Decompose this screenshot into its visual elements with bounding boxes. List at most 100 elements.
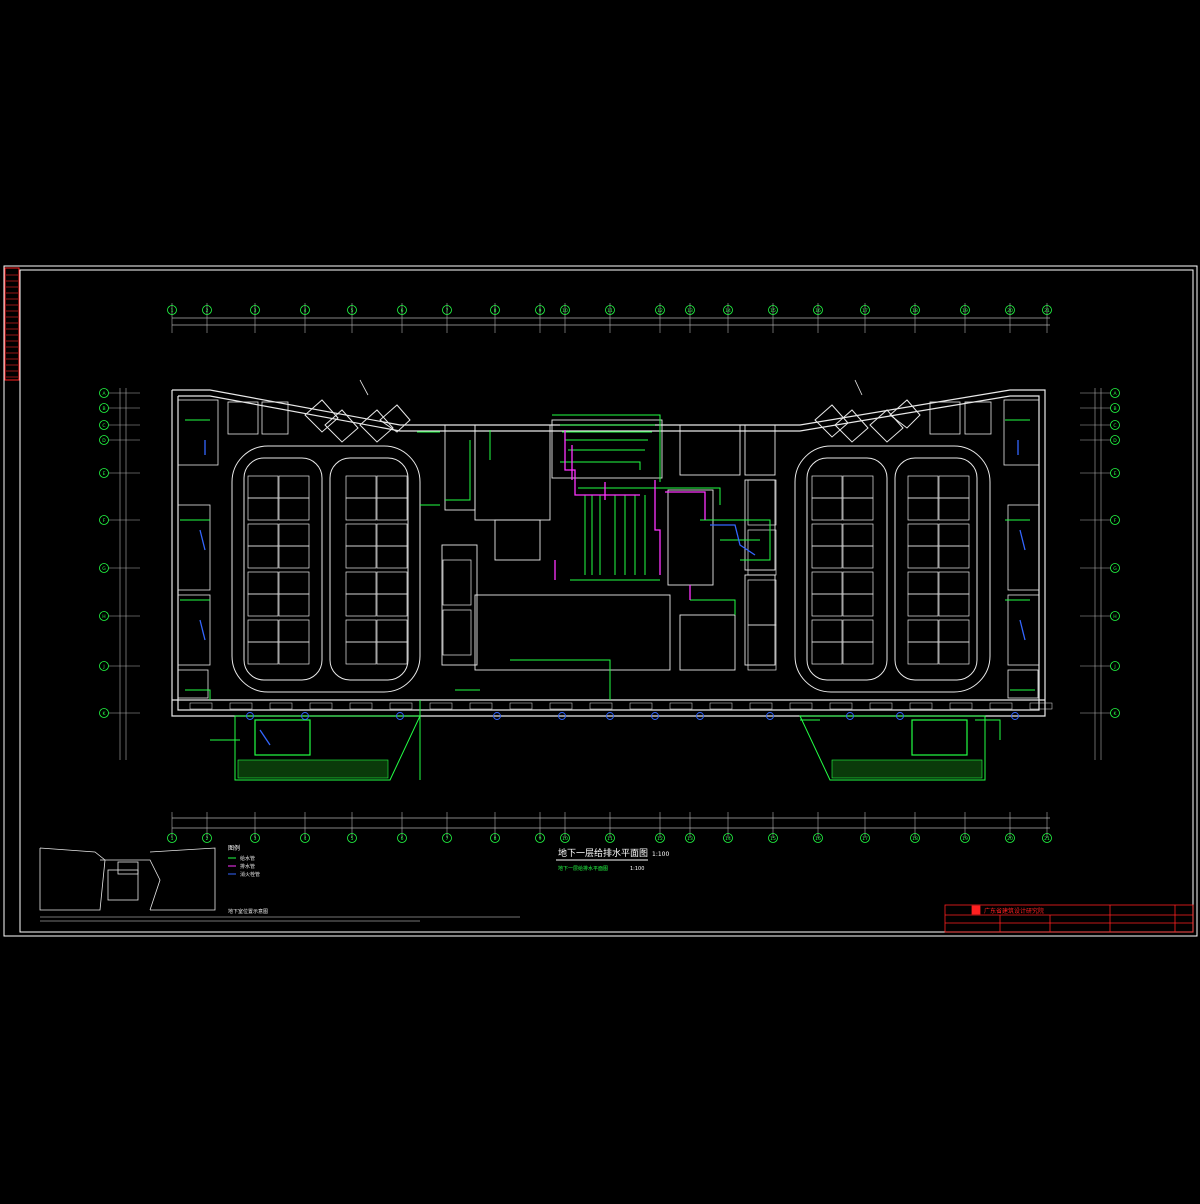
wall-opening xyxy=(269,702,293,710)
grid-bubble-label: 1 xyxy=(171,308,174,314)
exhaust-shafts-left xyxy=(304,399,411,443)
grid-bubble-label: K xyxy=(1114,711,1118,717)
right-ramp xyxy=(799,715,986,781)
grid-bubble-label: 8 xyxy=(494,308,497,314)
grid-bubble-label: 15 xyxy=(770,308,776,314)
grid-bubble-label: 9 xyxy=(539,836,542,842)
parking-stall-icon xyxy=(938,497,970,521)
grid-bubble-label: 21 xyxy=(1044,836,1050,842)
exhaust-shafts-right xyxy=(814,399,921,443)
wall-opening xyxy=(669,702,693,710)
parking-stall-icon xyxy=(938,641,970,665)
grid-bubble-icon xyxy=(1110,403,1120,413)
grid-bubble-icon xyxy=(910,833,920,843)
drawing-note-2: 1:100 xyxy=(630,866,644,872)
grid-bubble-label: 20 xyxy=(1007,836,1013,842)
grid-bubble-icon xyxy=(300,833,310,843)
sump-pit-icon xyxy=(1011,712,1019,720)
grid-bubble-icon xyxy=(723,833,733,843)
parking-stall-icon xyxy=(442,609,472,656)
parking-stall-icon xyxy=(345,545,377,569)
parking-loop-left xyxy=(231,445,421,693)
central-core xyxy=(441,419,776,671)
grid-bubble-icon xyxy=(605,305,615,315)
key-plan xyxy=(39,847,216,911)
grid-bubble-label: 11 xyxy=(607,836,613,842)
drawing-note-1: 地下一层给排水平面图 xyxy=(558,865,608,872)
grid-bubble-label: 19 xyxy=(962,308,968,314)
grid-bubble-icon xyxy=(1042,305,1052,315)
grid-bubble-icon xyxy=(490,833,500,843)
grid-bubble-icon xyxy=(99,515,109,525)
wall-opening xyxy=(949,702,973,710)
grid-bubble-icon xyxy=(250,305,260,315)
sump-pit-icon xyxy=(766,712,774,720)
parking-stall-icon xyxy=(907,545,939,569)
grid-bubble-label: F xyxy=(103,518,106,524)
grid-bubble-icon xyxy=(99,563,109,573)
parking-stall-icon xyxy=(811,497,843,521)
top-dimension-line xyxy=(172,317,1050,326)
grid-bubble-icon xyxy=(250,833,260,843)
grid-bubble-icon xyxy=(655,305,665,315)
grid-bubble-icon xyxy=(397,305,407,315)
parking-stall-icon xyxy=(278,545,310,569)
grid-bubble-icon xyxy=(860,305,870,315)
wall-opening xyxy=(989,702,1013,710)
grid-bubble-icon xyxy=(605,833,615,843)
grid-bubble-label: 19 xyxy=(962,836,968,842)
grid-bubble-icon xyxy=(535,305,545,315)
drawing-title: 地下一层给排水平面图 xyxy=(558,847,648,859)
grid-bubble-label: 12 xyxy=(657,836,663,842)
sump-pit-icon xyxy=(846,712,854,720)
grid-bubble-label: J xyxy=(1113,664,1115,670)
company-name: 广东省建筑设计研究院 xyxy=(984,907,1044,915)
grid-bubble-label: D xyxy=(1113,438,1117,444)
grid-bubble-icon xyxy=(202,305,212,315)
grid-bubble-icon xyxy=(813,305,823,315)
wall-opening xyxy=(589,702,613,710)
grid-bubble-icon xyxy=(99,435,109,445)
wall-opening xyxy=(349,702,373,710)
wall-opening xyxy=(709,702,733,710)
grid-bubble-icon xyxy=(910,305,920,315)
legend-item-1: 给水管 xyxy=(240,855,255,862)
grid-bubble-label: 4 xyxy=(304,836,307,842)
parking-stall-icon xyxy=(278,593,310,617)
grid-bubble-label: 5 xyxy=(351,308,354,314)
sump-pits xyxy=(189,702,1053,720)
parking-loop-right xyxy=(794,445,991,693)
grid-bubble-icon xyxy=(560,833,570,843)
grid-bubble-label: 6 xyxy=(401,308,404,314)
grid-bubble-icon xyxy=(1110,708,1120,718)
wall-opening xyxy=(749,702,773,710)
grid-bubble-icon xyxy=(1110,563,1120,573)
parking-stall-icon xyxy=(278,497,310,521)
parking-stall-icon xyxy=(247,641,279,665)
grid-bubble-label: 10 xyxy=(562,836,568,842)
wall-opening xyxy=(309,702,333,710)
grid-bubble-icon xyxy=(347,833,357,843)
grid-bubble-icon xyxy=(202,833,212,843)
sump-pit-icon xyxy=(301,712,309,720)
grid-bubble-label: F xyxy=(1114,518,1117,524)
grid-bubble-label: C xyxy=(102,423,105,429)
grid-bubble-icon xyxy=(1110,388,1120,398)
grid-bubble-icon xyxy=(1110,611,1120,621)
grid-bubble-label: A xyxy=(102,391,106,397)
parking-stall-icon xyxy=(842,545,874,569)
parking-stall-icon xyxy=(376,593,408,617)
parking-stall-icon xyxy=(376,641,408,665)
grid-bubble-label: 7 xyxy=(446,308,449,314)
grid-bubble-label: H xyxy=(102,614,105,620)
grid-bubble-label: 13 xyxy=(687,308,693,314)
sump-pit-icon xyxy=(606,712,614,720)
right-service-rooms xyxy=(929,399,1040,699)
grid-bubble-icon xyxy=(813,833,823,843)
grid-bubble-label: 18 xyxy=(912,836,918,842)
parking-stall-icon xyxy=(842,641,874,665)
grid-bubble-label: 18 xyxy=(912,308,918,314)
grid-bubble-label: G xyxy=(1113,566,1117,572)
grid-bubble-icon xyxy=(99,468,109,478)
